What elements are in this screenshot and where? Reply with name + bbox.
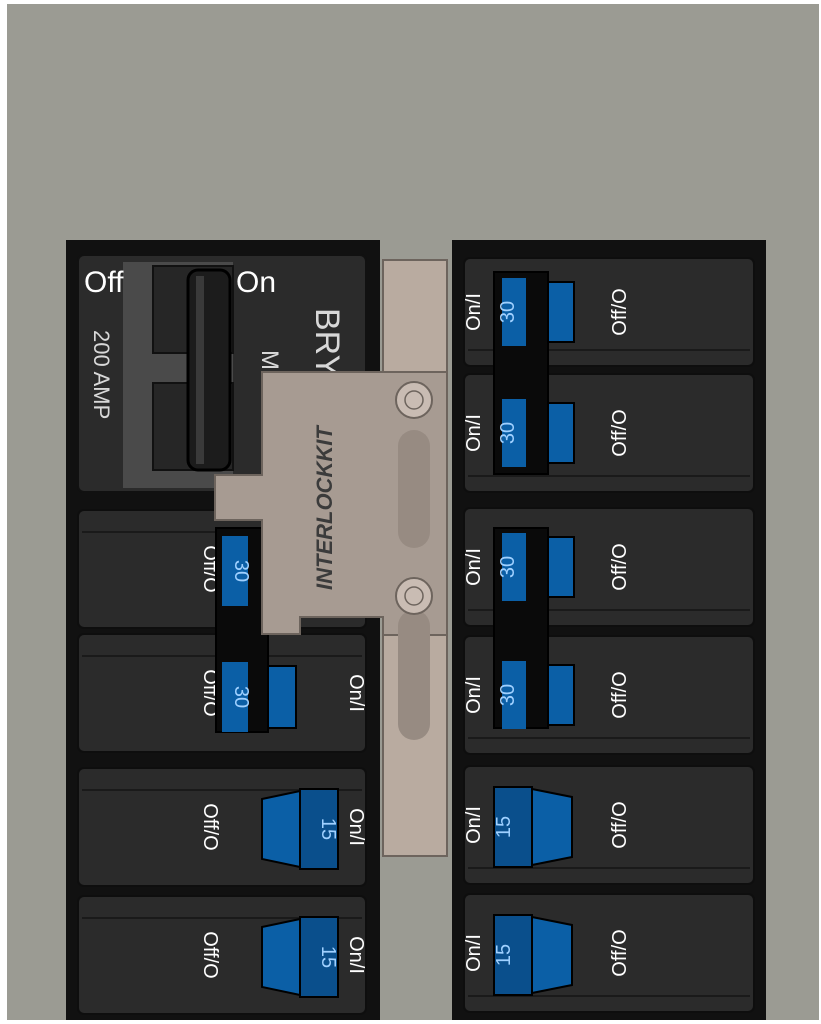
breaker-amp-label: 15 bbox=[317, 946, 339, 968]
breaker-amp-label: 30 bbox=[230, 560, 252, 582]
breaker-amp-label: 30 bbox=[497, 684, 519, 706]
breaker-on-label: On/I bbox=[463, 293, 485, 331]
handle-amp-tab bbox=[222, 662, 248, 732]
interlock-plate[interactable]: INTERLOCKKIT bbox=[214, 371, 448, 740]
breaker-on-label: On/I bbox=[345, 808, 367, 846]
handle-amp-tab bbox=[502, 399, 526, 467]
breaker-off-label: Off/O bbox=[199, 931, 221, 978]
handle-amp-tab bbox=[502, 661, 526, 729]
breaker-on-label: On/I bbox=[463, 676, 485, 714]
handle-paddle[interactable] bbox=[547, 536, 575, 598]
handle-paddle[interactable] bbox=[547, 664, 575, 726]
screw-icon bbox=[395, 577, 433, 615]
breaker-on-label: On/I bbox=[463, 934, 485, 972]
handle-paddle[interactable] bbox=[547, 281, 575, 343]
interlock-slot-lower bbox=[398, 610, 430, 740]
main-on-label: On bbox=[236, 266, 276, 299]
handle-paddle[interactable] bbox=[267, 665, 297, 729]
handle-amp-tab bbox=[502, 278, 526, 346]
breaker-amp-label: 15 bbox=[493, 816, 515, 838]
handle-paddle[interactable] bbox=[547, 402, 575, 464]
main-sub-label: M bbox=[256, 350, 283, 370]
breaker-amp-label: 30 bbox=[497, 422, 519, 444]
breaker-on-label: On/I bbox=[463, 548, 485, 586]
breaker-off-label: Off/O bbox=[609, 801, 631, 848]
breaker-amp-label: 30 bbox=[497, 556, 519, 578]
breaker-off-label: Off/O bbox=[609, 671, 631, 718]
brand-label: BRY bbox=[308, 308, 346, 377]
breaker-amp-label: 30 bbox=[230, 686, 252, 708]
breaker-on-label: On/I bbox=[345, 674, 367, 712]
breaker-off-label: Off/O bbox=[609, 409, 631, 456]
breaker-off-label: Off/O bbox=[199, 803, 221, 850]
breaker-off-label: Off/O bbox=[609, 929, 631, 976]
interlock-slot-upper bbox=[398, 430, 430, 548]
breaker-amp-label: 30 bbox=[497, 301, 519, 323]
interlock-brand-logo: INTERLOCKKIT bbox=[312, 425, 337, 590]
handle-amp-tab bbox=[502, 533, 526, 601]
single-pole-handle-15a[interactable]: 15 bbox=[261, 916, 339, 998]
breaker-amp-label: 15 bbox=[317, 818, 339, 840]
main-breaker: Off On 200 AMP BRY M bbox=[77, 254, 367, 493]
breaker-amp-label: 15 bbox=[493, 944, 515, 966]
main-breaker-handle[interactable] bbox=[186, 268, 232, 472]
right-breakers: On/I Off/O On/I Off/O On/I Off/O On/I Off/O On/I… bbox=[463, 257, 755, 1013]
breaker-off-label: Off/O bbox=[609, 543, 631, 590]
screw-icon bbox=[395, 381, 433, 419]
single-pole-handle-15a[interactable]: 15 bbox=[261, 788, 339, 870]
single-pole-handle-15a[interactable]: 15 bbox=[493, 914, 573, 996]
double-pole-handle-30a-right[interactable]: 30 30 bbox=[493, 527, 575, 729]
breaker-on-label: On/I bbox=[463, 806, 485, 844]
single-pole-handle-15a[interactable]: 15 bbox=[493, 786, 573, 868]
double-pole-handle-30a-right[interactable]: 30 30 bbox=[493, 271, 575, 475]
breaker-on-label: On/I bbox=[463, 414, 485, 452]
breaker-on-label: On/I bbox=[345, 936, 367, 974]
breaker-off-label: Off/O bbox=[609, 288, 631, 335]
main-rating-label: 200 AMP bbox=[89, 330, 114, 419]
main-off-label: Off bbox=[84, 266, 124, 299]
handle-amp-tab bbox=[222, 536, 248, 606]
